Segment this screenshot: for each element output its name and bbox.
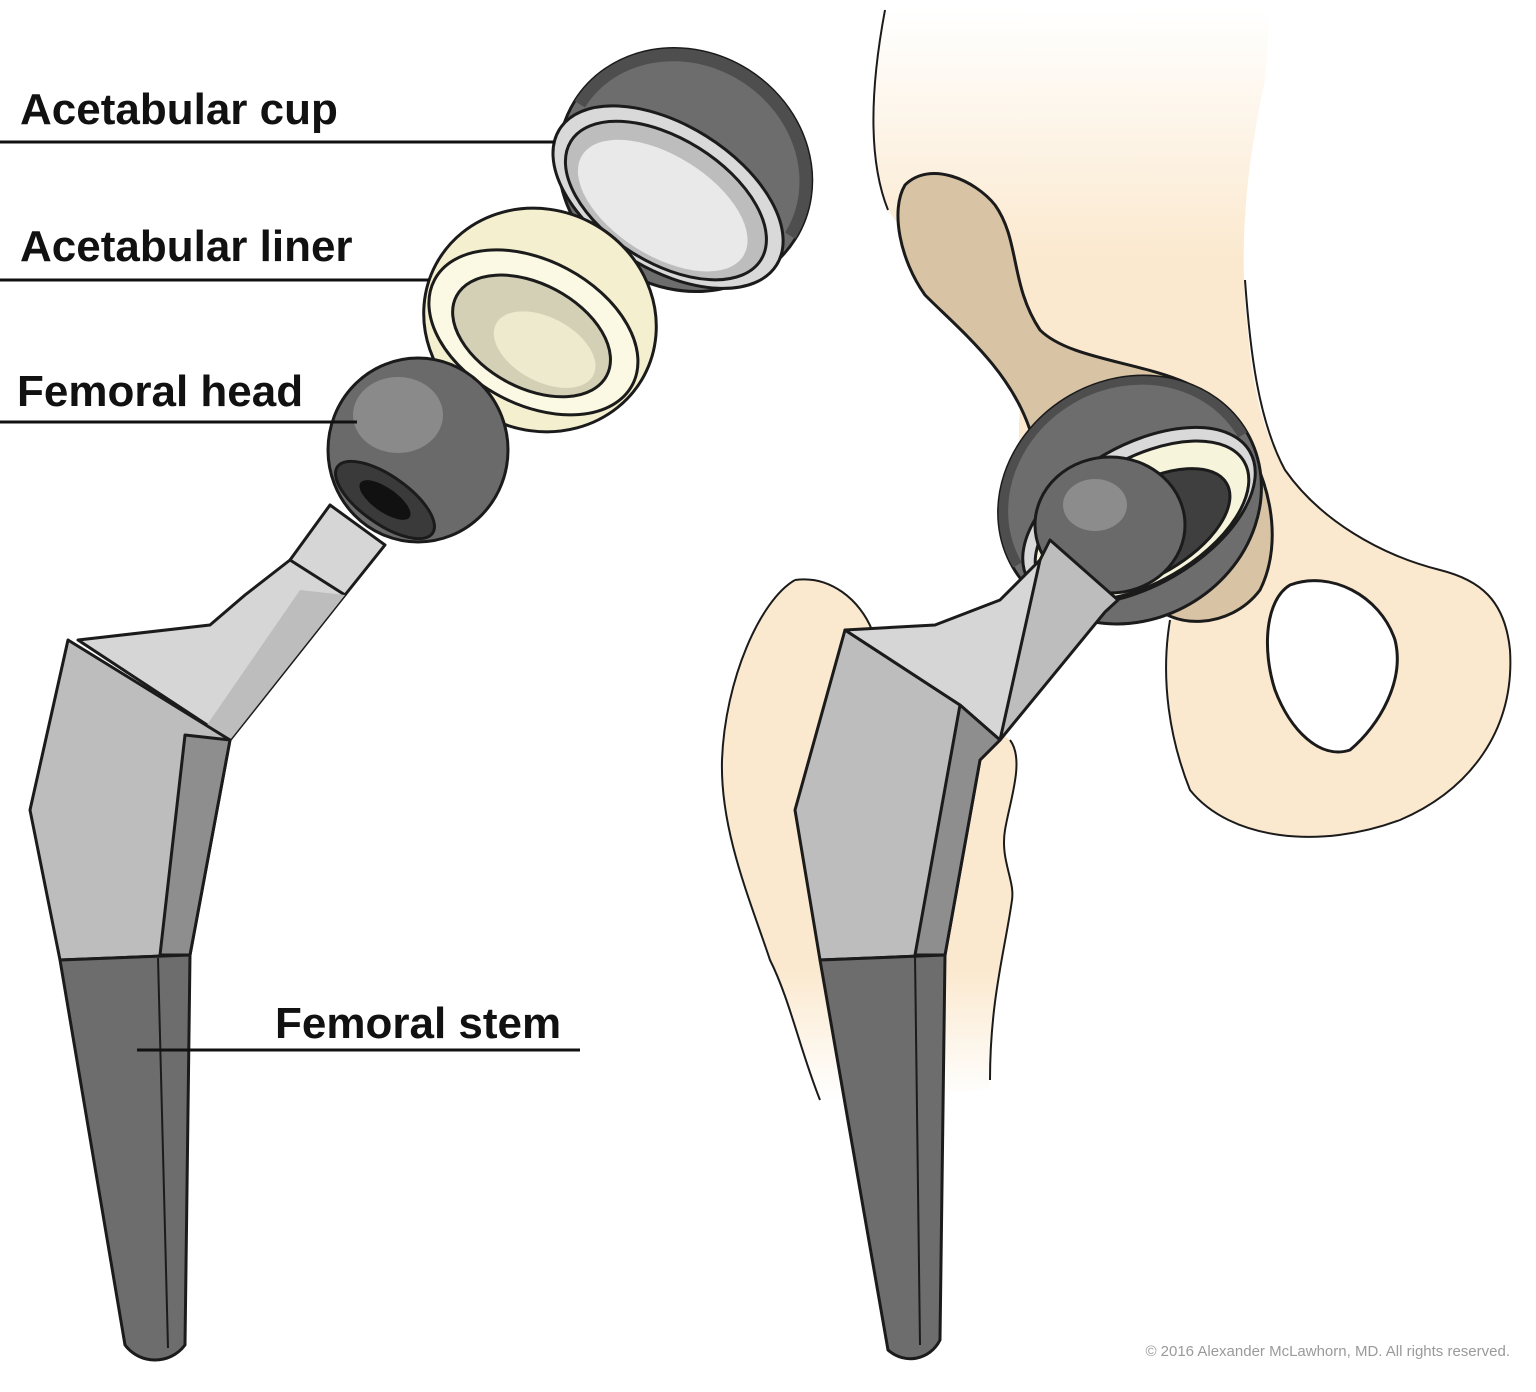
label-femoral-stem: Femoral stem <box>275 999 562 1048</box>
femoral-head-part <box>326 356 510 544</box>
acetabular-cup-part <box>551 47 814 293</box>
label-femoral-head: Femoral head <box>17 367 304 416</box>
label-acetabular-cup: Acetabular cup <box>20 85 338 134</box>
assembled-hip-view <box>720 9 1512 1361</box>
copyright-credit: © 2016 Alexander McLawhorn, MD. All righ… <box>1145 1343 1510 1360</box>
acetabular-liner-part <box>422 206 658 434</box>
femoral-stem-part <box>28 503 387 1362</box>
label-acetabular-liner: Acetabular liner <box>20 222 353 271</box>
exploded-components <box>28 47 814 1362</box>
obturator-foramen <box>1266 579 1399 754</box>
